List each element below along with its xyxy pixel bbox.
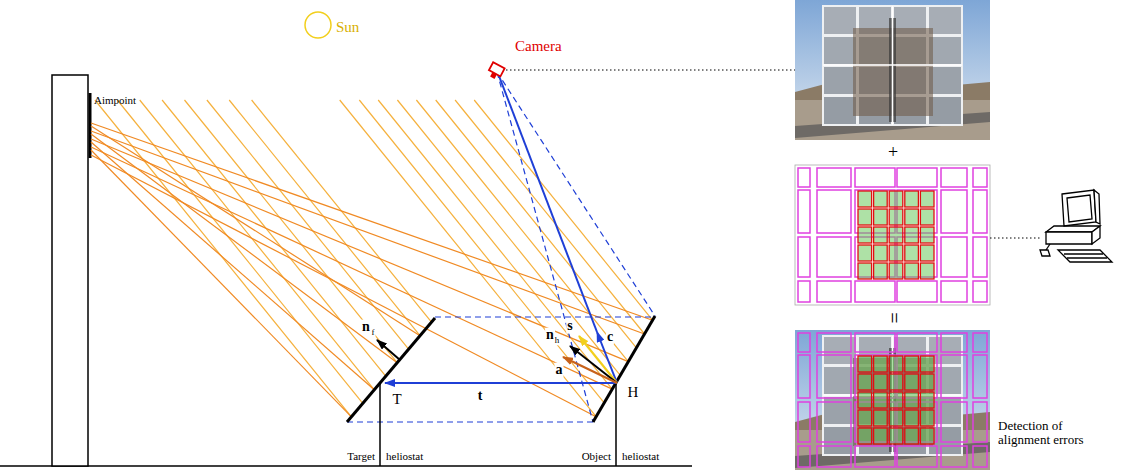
vector-subscript: h bbox=[554, 336, 561, 345]
vector-symbol: t bbox=[477, 389, 484, 404]
sun-symbol bbox=[305, 12, 331, 38]
sun-label: Sun bbox=[336, 20, 359, 36]
vector-symbol: n bbox=[361, 320, 371, 335]
reflected-rays bbox=[91, 123, 653, 417]
vector-symbol: a bbox=[555, 363, 564, 378]
computer-symbol bbox=[1040, 190, 1112, 262]
point-label: H bbox=[627, 385, 640, 401]
aimpoint-label: Aimpoint bbox=[94, 95, 136, 107]
heliostat-label: Target bbox=[347, 451, 375, 463]
object-mirror bbox=[593, 316, 655, 422]
operator-sign: + bbox=[888, 143, 898, 162]
camera-symbol bbox=[487, 62, 505, 80]
tower bbox=[52, 75, 88, 466]
target-mirror bbox=[347, 318, 435, 422]
heliostat-label: heliostat bbox=[622, 451, 659, 463]
vector-symbol: c bbox=[606, 330, 614, 345]
vector-symbol: s bbox=[566, 319, 573, 334]
operator-sign: = bbox=[883, 312, 904, 323]
result-caption: Detection of alignment errors bbox=[998, 419, 1108, 446]
camera-label: Camera bbox=[515, 39, 562, 55]
heliostat-label: heliostat bbox=[386, 451, 423, 463]
vector-subscript: f bbox=[371, 328, 376, 337]
aimpoint-bar bbox=[89, 93, 92, 158]
point-label: T bbox=[391, 392, 402, 408]
heliostat-label: Object bbox=[582, 451, 611, 463]
